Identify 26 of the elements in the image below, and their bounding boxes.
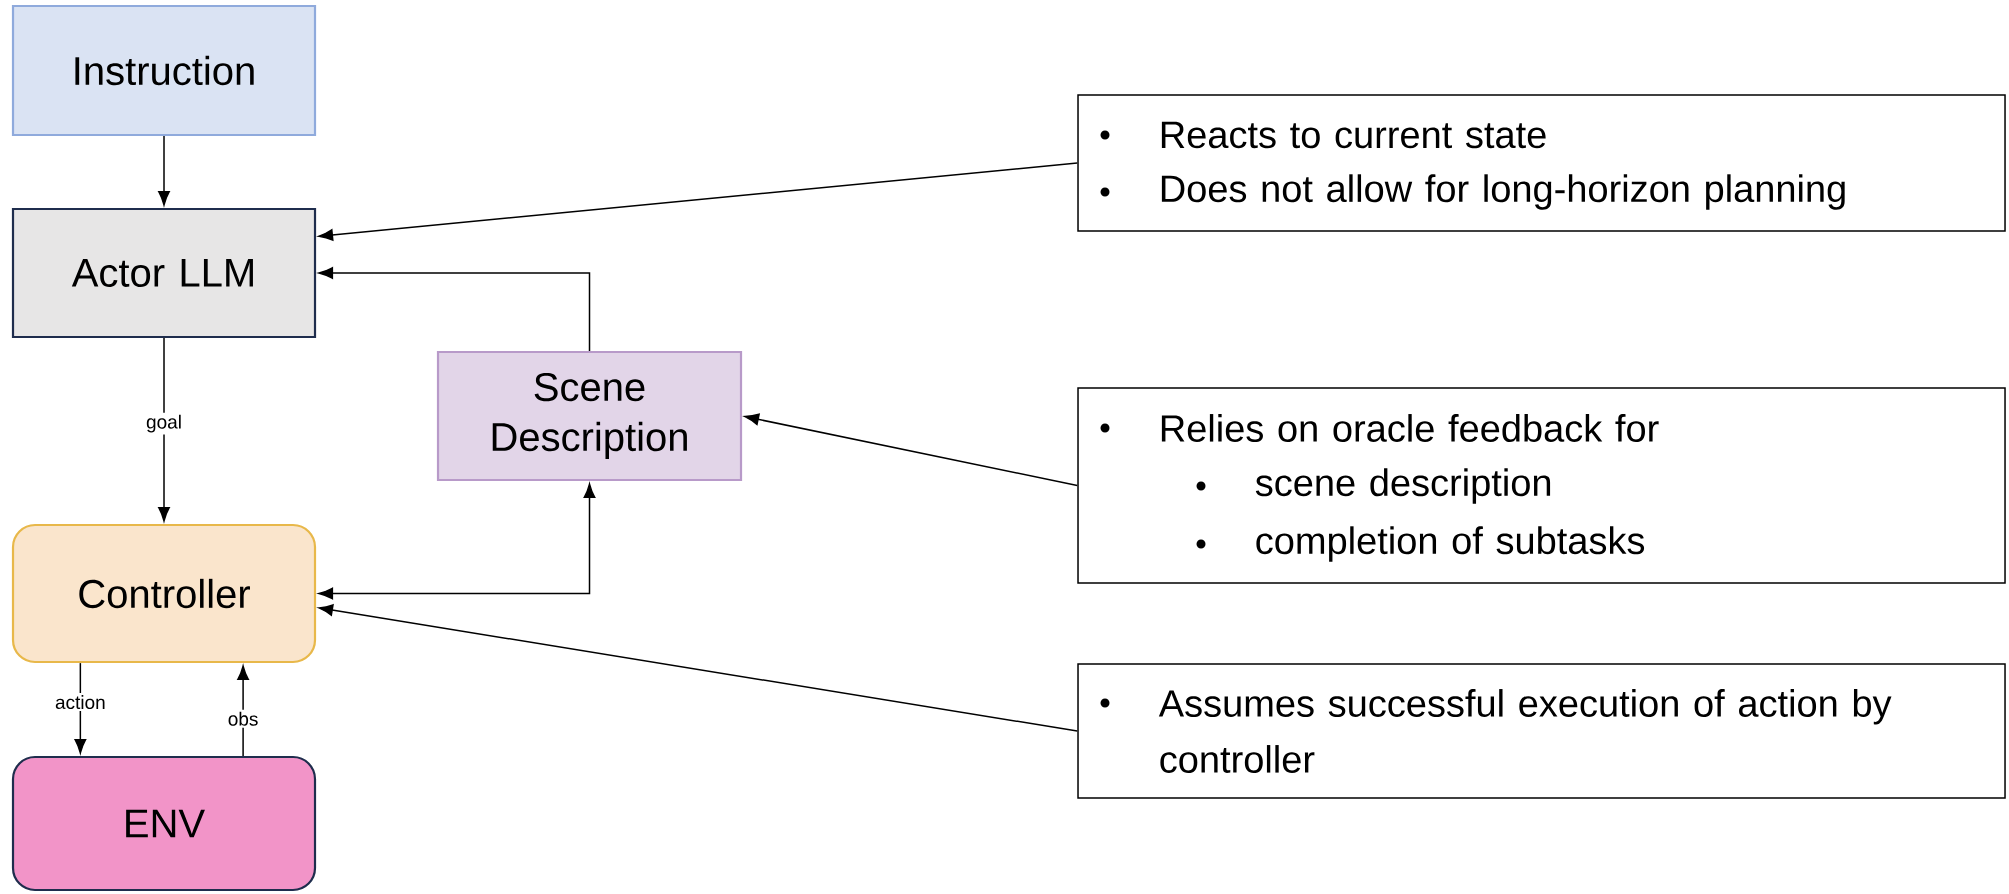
bullet-item: Relies on oracle feedback for: [1100, 414, 1659, 442]
process-box: Instruction: [11, 4, 317, 137]
arrow: [158, 337, 170, 522]
arrow: [158, 135, 170, 206]
arrow: [318, 162, 1078, 241]
arrow: [318, 267, 591, 352]
arrow: [318, 604, 1078, 732]
bullet-item: scene description: [1196, 468, 1551, 504]
process-box: Scene Description: [436, 350, 743, 482]
process-box: ENV: [11, 755, 317, 892]
note-box: [1077, 663, 2006, 799]
arrow: [318, 483, 596, 600]
note-box: [1077, 387, 2006, 584]
note-box: [1077, 94, 2006, 232]
arrow: [237, 665, 250, 757]
arrow: [744, 413, 1078, 487]
bullet-item: Does not allow for long-horizon planning: [1100, 174, 1845, 210]
bullet-item: Reacts to current state: [1100, 121, 1546, 149]
bullet-item: Assumes successful execution of action by controller: [1100, 689, 1892, 773]
edge-label: goal: [144, 412, 184, 435]
edge-label: obs: [225, 709, 261, 728]
edge-label: action: [53, 693, 108, 712]
bullet-item: completion of subtasks: [1196, 526, 1645, 562]
arrow: [74, 662, 87, 754]
process-box: Actor LLM: [11, 207, 317, 339]
process-box: Controller: [11, 523, 317, 664]
